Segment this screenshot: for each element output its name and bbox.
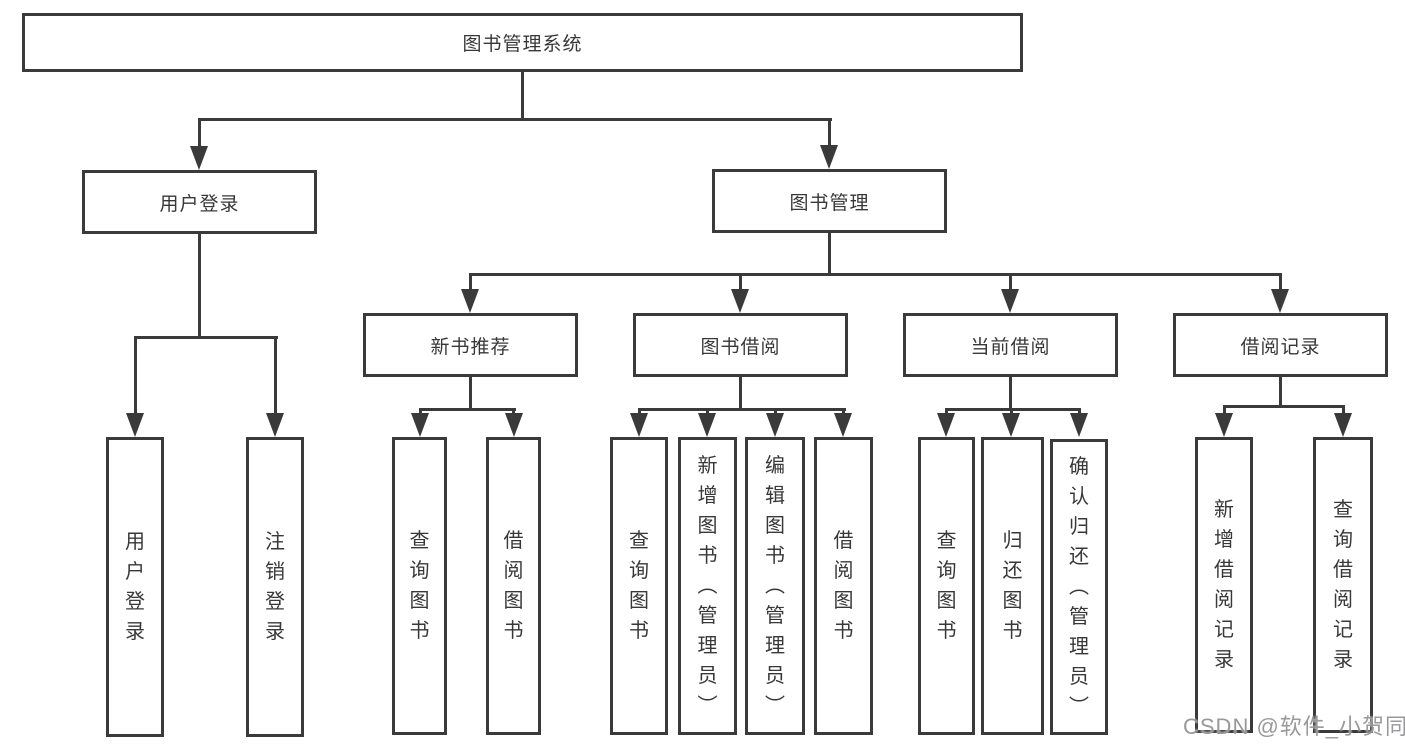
node-root-label: 图书管理系统	[462, 34, 583, 55]
arrowhead-bb-edit	[766, 413, 784, 437]
leaf-bb-add-books-admin-label: 新增图书︵管理员︶	[697, 455, 718, 717]
leaf-br-add-record-label: 新增借阅记录	[1214, 499, 1234, 671]
connector-br-add-shaft	[1223, 405, 1226, 418]
arrowhead-bb-add	[698, 413, 716, 437]
leaf-bb-query-books: 查询图书	[610, 437, 668, 735]
leaf-bb-edit-books-admin: 编辑图书︵管理员︶	[745, 437, 805, 735]
node-book-management-label: 图书管理	[789, 192, 870, 214]
connector-leaf-logout-shaft	[274, 336, 277, 416]
arrowhead-bb-query	[630, 413, 648, 437]
node-book-management: 图书管理	[712, 169, 947, 233]
leaf-nb-borrow-books: 借阅图书	[486, 437, 541, 735]
node-new-book-recommend: 新书推荐	[363, 313, 578, 377]
connector-current-borrow-shaft	[1009, 273, 1012, 293]
leaf-logout: 注销登录	[246, 437, 304, 737]
connector-book-borrow-shaft	[739, 273, 742, 293]
connector-current-borrow-bus	[945, 408, 1081, 411]
connector-br-query-shaft	[1342, 405, 1345, 418]
connector-current-borrow-drop	[1009, 375, 1012, 410]
leaf-cb-query-books: 查询图书	[918, 437, 975, 735]
leaf-cb-return-books-label: 归还图书	[1002, 530, 1023, 642]
connector-new-book-drop	[469, 375, 472, 410]
arrowhead-current-borrow	[1001, 289, 1019, 313]
connector-book-management-shaft	[828, 118, 831, 148]
connector-user-login-bus	[134, 336, 278, 339]
node-new-book-recommend-label: 新书推荐	[430, 336, 511, 358]
leaf-logout-label: 注销登录	[265, 531, 285, 643]
arrowhead-nb-query	[411, 413, 429, 437]
node-borrow-records: 借阅记录	[1173, 313, 1388, 377]
arrowhead-user-login	[190, 146, 208, 170]
connector-leaf-user-login-shaft	[134, 336, 137, 416]
connector-user-login-shaft	[198, 118, 201, 148]
node-borrow-records-label: 借阅记录	[1240, 336, 1321, 358]
connector-borrow-records-shaft	[1279, 273, 1282, 293]
leaf-nb-borrow-books-label: 借阅图书	[503, 530, 524, 642]
leaf-nb-query-books: 查询图书	[392, 437, 447, 735]
connector-user-login-drop	[198, 232, 201, 338]
leaf-user-login-label: 用户登录	[125, 531, 145, 643]
watermark: CSDN @软件_小贺同学	[1183, 714, 1405, 739]
arrowhead-cb-query	[937, 413, 955, 437]
connector-level2-bus	[198, 118, 832, 121]
arrowhead-cb-confirm	[1070, 413, 1088, 437]
connector-borrow-records-bus	[1223, 405, 1345, 408]
node-user-login: 用户登录	[82, 170, 317, 234]
leaf-bb-borrow-books: 借阅图书	[814, 437, 873, 735]
leaf-nb-query-books-label: 查询图书	[409, 530, 430, 642]
leaf-cb-query-books-label: 查询图书	[936, 530, 957, 642]
connector-book-borrow-drop	[739, 375, 742, 410]
node-current-borrow: 当前借阅	[903, 313, 1118, 377]
arrowhead-leaf-logout	[266, 413, 284, 437]
connector-new-book-bus	[419, 408, 516, 411]
leaf-bb-query-books-label: 查询图书	[629, 530, 649, 642]
arrowhead-leaf-user-login	[126, 413, 144, 437]
arrowhead-cb-return	[1002, 413, 1020, 437]
node-book-borrow-label: 图书借阅	[700, 336, 781, 358]
leaf-br-add-record: 新增借阅记录	[1195, 437, 1253, 733]
node-current-borrow-label: 当前借阅	[970, 336, 1051, 358]
connector-new-book-shaft	[469, 273, 472, 293]
leaf-cb-return-books: 归还图书	[981, 437, 1044, 735]
connector-level3-bus	[469, 273, 1282, 276]
arrowhead-book-borrow	[731, 289, 749, 313]
leaf-bb-borrow-books-label: 借阅图书	[833, 530, 854, 642]
node-root: 图书管理系统	[22, 13, 1023, 72]
connector-book-management-drop	[828, 231, 831, 276]
leaf-cb-confirm-return-admin: 确认归还︵管理员︶	[1050, 439, 1108, 735]
arrowhead-bb-borrow	[834, 413, 852, 437]
arrowhead-br-query	[1334, 413, 1352, 437]
connector-borrow-records-drop	[1279, 375, 1282, 408]
leaf-cb-confirm-return-admin-label: 确认归还︵管理员︶	[1069, 456, 1089, 718]
leaf-bb-edit-books-admin-label: 编辑图书︵管理员︶	[765, 455, 785, 717]
arrowhead-book-management	[820, 145, 838, 169]
connector-root-drop	[521, 70, 524, 120]
leaf-br-query-record-label: 查询借阅记录	[1333, 499, 1353, 671]
node-book-borrow: 图书借阅	[633, 313, 848, 377]
leaf-br-query-record: 查询借阅记录	[1313, 437, 1373, 733]
arrowhead-nb-borrow	[505, 413, 523, 437]
arrowhead-br-add	[1215, 413, 1233, 437]
node-user-login-label: 用户登录	[159, 193, 240, 215]
connector-book-borrow-bus	[638, 408, 846, 411]
leaf-bb-add-books-admin: 新增图书︵管理员︶	[678, 437, 737, 735]
arrowhead-borrow-records	[1271, 289, 1289, 313]
arrowhead-new-book	[461, 289, 479, 313]
leaf-user-login: 用户登录	[106, 437, 164, 737]
